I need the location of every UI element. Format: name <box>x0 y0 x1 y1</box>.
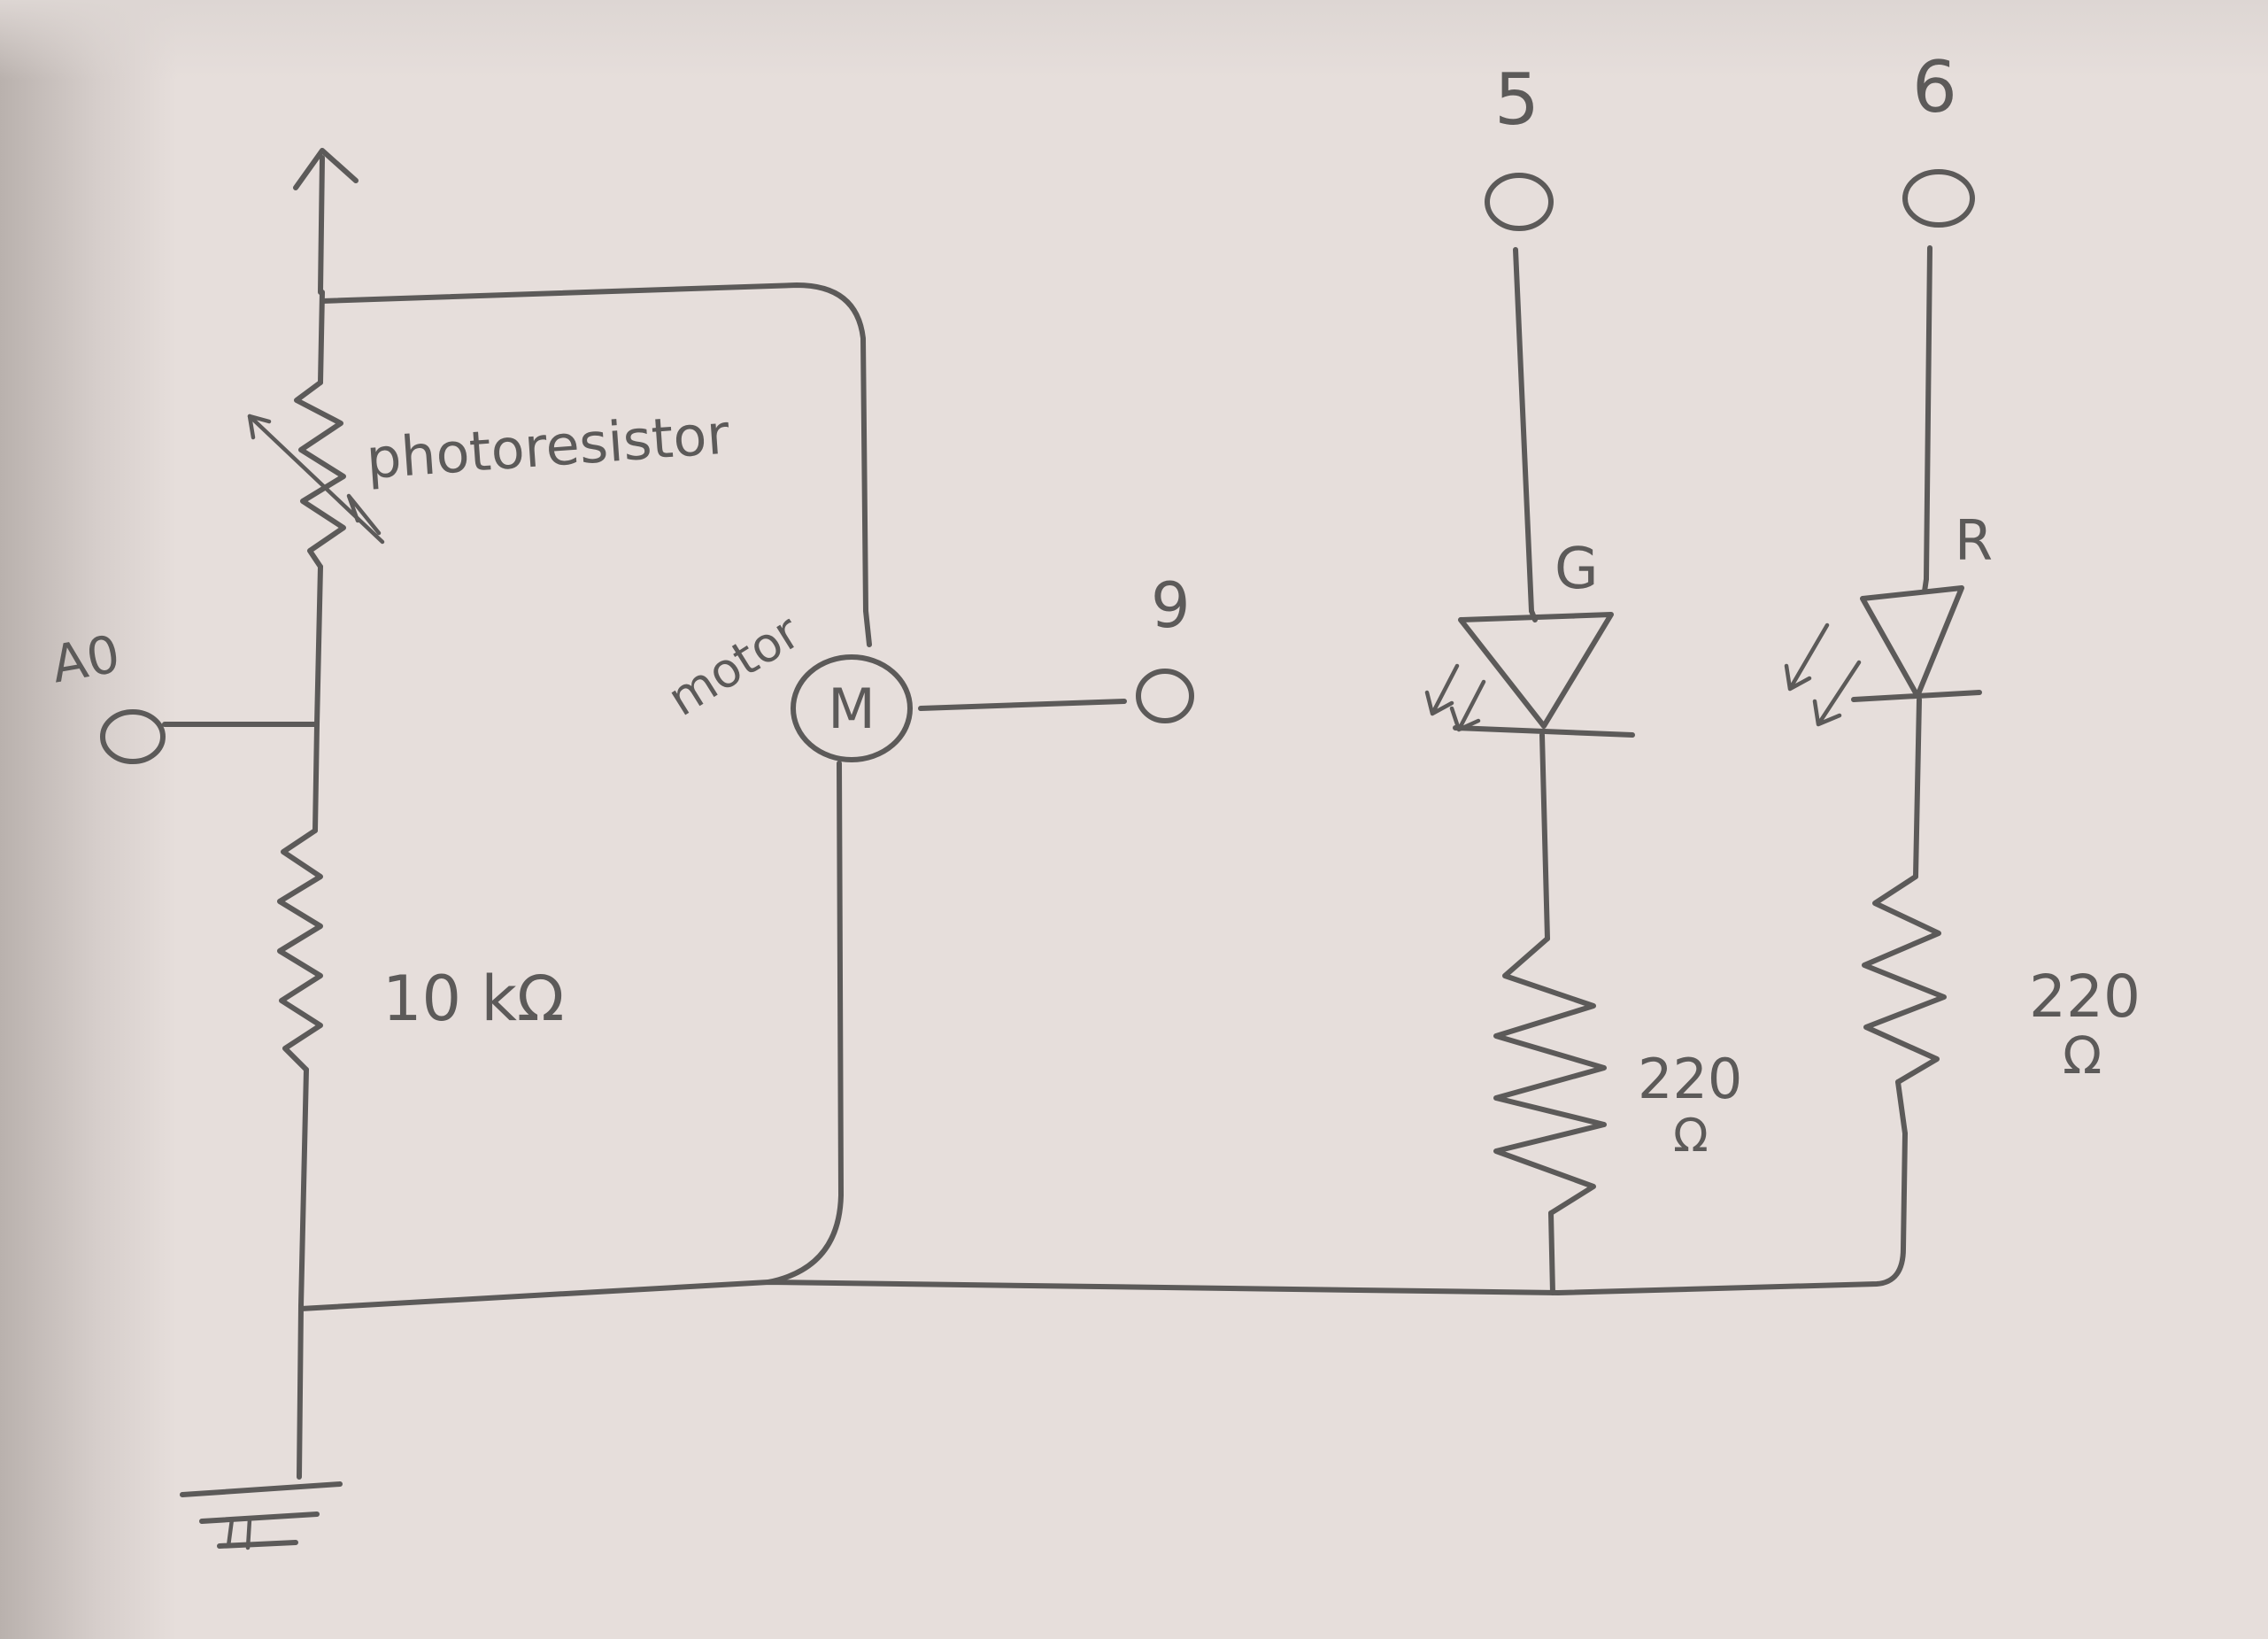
supply-rail <box>320 282 868 614</box>
motor <box>766 608 1127 1285</box>
resistor-10k-label: 10 kΩ <box>382 963 564 1035</box>
pin-6-terminal <box>1902 169 1975 582</box>
red-resistor-value: 220 <box>2029 963 2141 1031</box>
green-led-label: G <box>1554 537 1599 602</box>
green-resistor-unit: Ω <box>1673 1109 1709 1163</box>
red-led <box>1784 576 1982 727</box>
red-led-label: R <box>1955 508 1993 573</box>
green-resistor-220 <box>1493 732 1607 1295</box>
pin-5-label: 5 <box>1494 58 1539 141</box>
motor-symbol: M <box>828 676 876 741</box>
pin-9-terminal <box>1136 669 1194 723</box>
ground-rail <box>298 1131 1908 1311</box>
ground-symbol <box>180 1303 343 1550</box>
paper-top-shade <box>0 0 2268 80</box>
photoresistor <box>247 290 385 569</box>
power-supply-arrow <box>293 148 359 295</box>
red-resistor-unit: Ω <box>2063 1025 2102 1086</box>
motor-label: motor <box>659 603 810 727</box>
paper-edge-shadow <box>0 0 177 1639</box>
green-resistor-value: 220 <box>1638 1047 1742 1111</box>
a0-label: A0 <box>47 623 124 694</box>
pin-5-terminal <box>1485 173 1554 614</box>
red-resistor-220 <box>1862 697 1947 1136</box>
a0-node <box>100 564 323 764</box>
resistor-10k <box>277 722 323 1309</box>
pin-9-label: 9 <box>1151 569 1191 642</box>
photoresistor-label: photoresistor <box>364 401 731 491</box>
green-led <box>1424 608 1635 738</box>
pin-6-label: 6 <box>1912 46 1957 128</box>
